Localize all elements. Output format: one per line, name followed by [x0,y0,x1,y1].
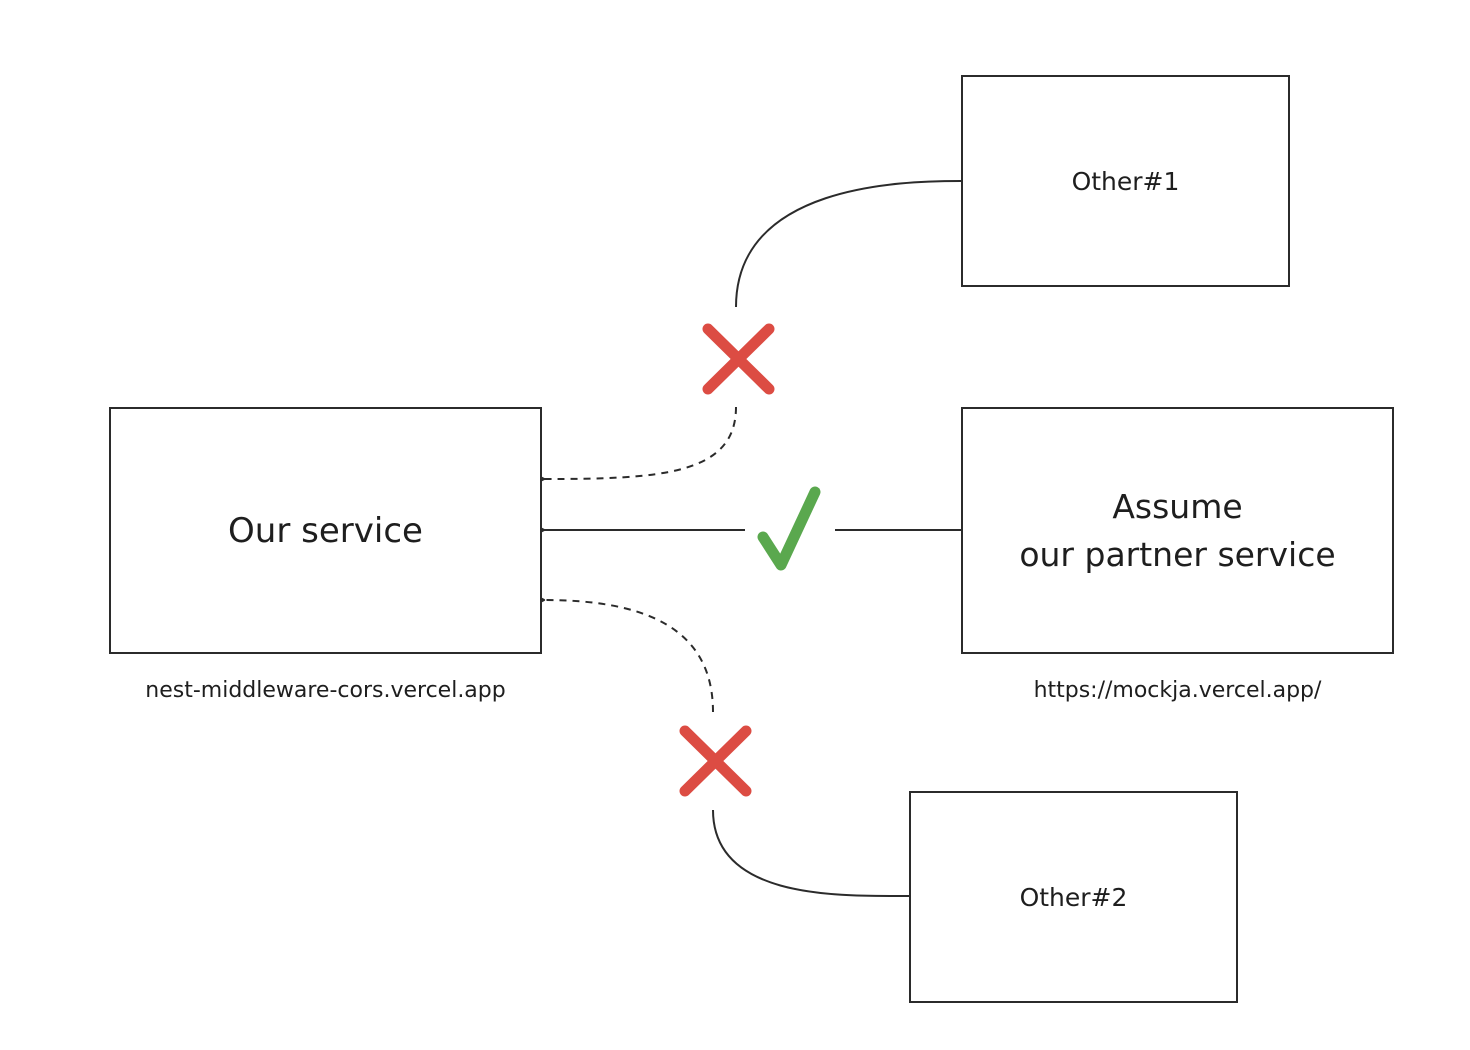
edge-other1-dashed-segment [544,406,737,479]
edge-other1-solid-segment [735,180,962,308]
partner-service-box: Assume our partner service [961,407,1394,654]
other1-box: Other#1 [961,75,1290,287]
our-service-box: Our service [109,407,542,654]
other1-label: Other#1 [1071,166,1180,196]
our-service-caption: nest-middleware-cors.vercel.app [145,678,506,703]
edge-other2-to-our-service [544,600,910,898]
partner-service-label: Assume our partner service [1019,486,1336,574]
other2-label: Other#2 [1019,882,1128,912]
our-service-label: Our service [228,510,423,551]
cross-icon [702,323,775,395]
partner-service-caption: https://mockja.vercel.app/ [1033,678,1322,703]
check-icon [757,486,821,571]
cross-icon [679,725,752,797]
edge-other2-solid-segment [712,809,910,898]
edge-other1-to-our-service [544,180,962,479]
edge-other2-dashed-segment [544,600,714,713]
other2-box: Other#2 [909,791,1238,1003]
